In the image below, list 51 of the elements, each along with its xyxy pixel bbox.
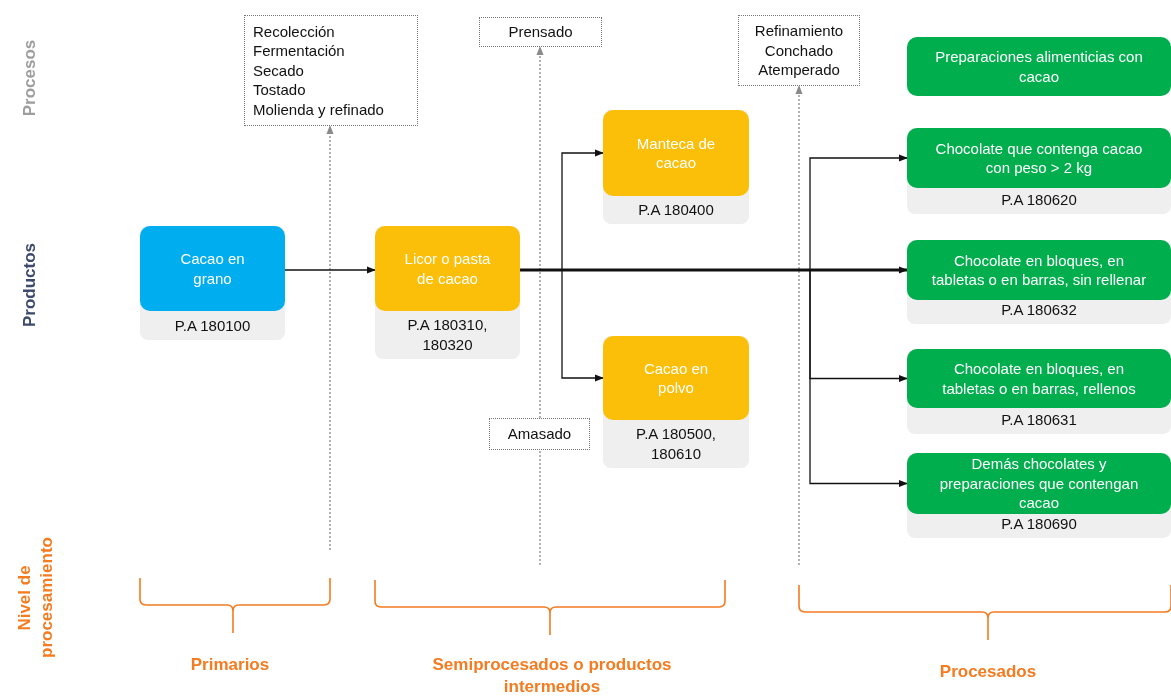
product-code: P.A 180690 — [1001, 514, 1077, 534]
arrow — [284, 266, 376, 274]
product-code: P.A 180631 — [1001, 410, 1077, 430]
product-box — [603, 110, 749, 196]
product-name: Cacao en polvo — [642, 358, 710, 398]
process-step: Amasado — [507, 424, 572, 444]
process-box — [244, 15, 418, 126]
axis-label: Productos — [19, 242, 41, 328]
product-box — [907, 128, 1171, 188]
product-code: P.A 180310, 180320 — [406, 315, 489, 355]
process-box — [738, 15, 860, 86]
product-name: Chocolate en bloques, en tabletas o en barras, rellenos — [941, 359, 1137, 398]
product-box — [907, 37, 1171, 96]
process-step: Molienda y refinado — [253, 99, 384, 120]
process-step: Fermentación — [253, 41, 345, 61]
process-step: Tostado — [253, 80, 306, 100]
product-name: Licor o pasta de cacao — [403, 249, 492, 288]
product-code: P.A 180632 — [1001, 300, 1077, 320]
product-name: Cacao en grano — [179, 249, 246, 288]
process-step: Recolección — [253, 21, 335, 42]
arrow — [520, 266, 908, 274]
level-label: Primarios — [189, 654, 271, 676]
axis-label: Procesos — [18, 39, 40, 117]
product-box — [907, 240, 1171, 300]
process-step: Atemperado — [758, 60, 840, 80]
product-code: P.A 180500, 180610 — [635, 424, 717, 464]
level-label: Semiprocesados o productos intermedios — [431, 654, 673, 698]
product-box — [375, 226, 520, 311]
product-code: P.A 180100 — [174, 316, 251, 336]
dotted-arrow — [795, 85, 803, 566]
axis-label: Nivel de procesamiento — [14, 538, 57, 658]
process-box — [479, 17, 602, 47]
process-step: Refinamiento — [754, 21, 844, 41]
product-box — [140, 226, 285, 311]
process-step: Prensado — [508, 22, 573, 42]
level-label: Procesados — [938, 661, 1038, 683]
product-name: Chocolate que contenga cacao con peso > 2 kg — [934, 138, 1144, 178]
product-name: Preparaciones alimenticias con cacao — [934, 47, 1144, 86]
product-code: P.A 180400 — [638, 200, 714, 220]
product-box — [907, 453, 1171, 514]
product-name: Manteca de cacao — [635, 133, 717, 173]
process-step: Secado — [253, 60, 304, 81]
product-code: P.A 180620 — [1001, 190, 1077, 210]
process-box — [489, 418, 590, 450]
dotted-arrow — [536, 46, 544, 419]
product-box — [907, 349, 1171, 408]
process-step: Conchado — [764, 40, 834, 61]
product-name: Demás chocolates y preparaciones que contengan cacao — [938, 454, 1140, 513]
product-box — [603, 336, 749, 420]
dotted-arrow — [326, 125, 334, 551]
product-name: Chocolate en bloques, en tabletas o en barras, sin rellenar — [930, 250, 1148, 290]
